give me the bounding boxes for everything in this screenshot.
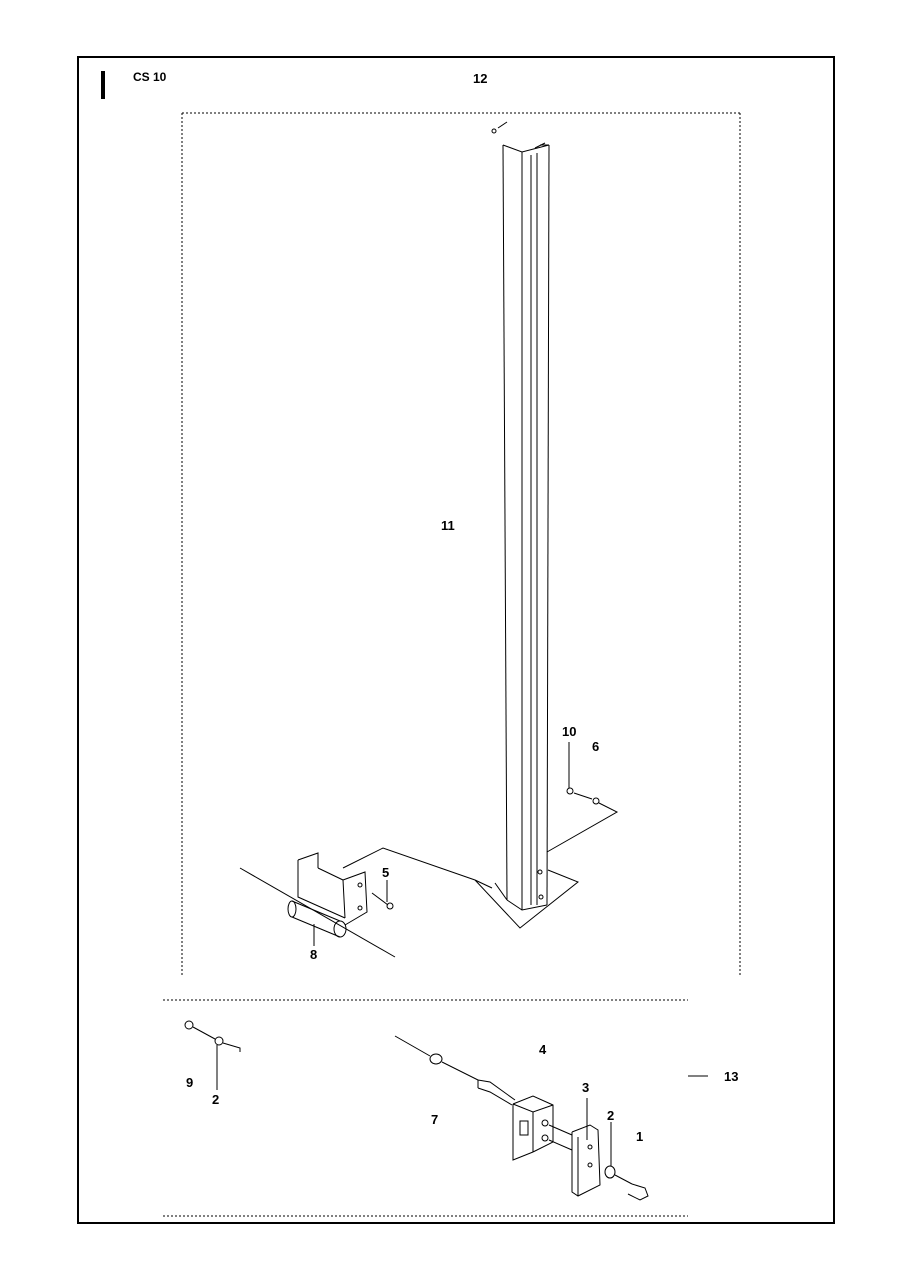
upright-post [491, 121, 550, 911]
callout-2-right: 2 [607, 1108, 615, 1123]
callout-7: 7 [431, 1112, 439, 1127]
page-number: 12 [473, 71, 488, 86]
callout-11: 11 [441, 518, 455, 533]
callout-13: 13 [724, 1069, 739, 1084]
hinge-assembly [394, 1035, 649, 1201]
bracket-8 [239, 852, 396, 958]
post-base-plate [474, 869, 579, 929]
callout-4: 4 [539, 1042, 547, 1057]
revision-bar [101, 71, 105, 99]
page-border [77, 56, 835, 1224]
leader-base-to-bracket [342, 847, 476, 881]
callout-2-left: 2 [212, 1092, 220, 1107]
callout-1: 1 [636, 1129, 644, 1144]
callout-5: 5 [382, 865, 390, 880]
washer-nut-9-2 [184, 1020, 241, 1090]
bolt-10-assembly [546, 742, 619, 853]
callout-10: 10 [562, 724, 577, 739]
callout-9: 9 [186, 1075, 194, 1090]
lower-group-frame [163, 999, 688, 1217]
callout-3: 3 [582, 1080, 590, 1095]
callout-6: 6 [592, 739, 600, 754]
model-label: CS 10 [133, 70, 167, 84]
upper-group-frame [181, 112, 741, 975]
callout-8: 8 [310, 947, 318, 962]
